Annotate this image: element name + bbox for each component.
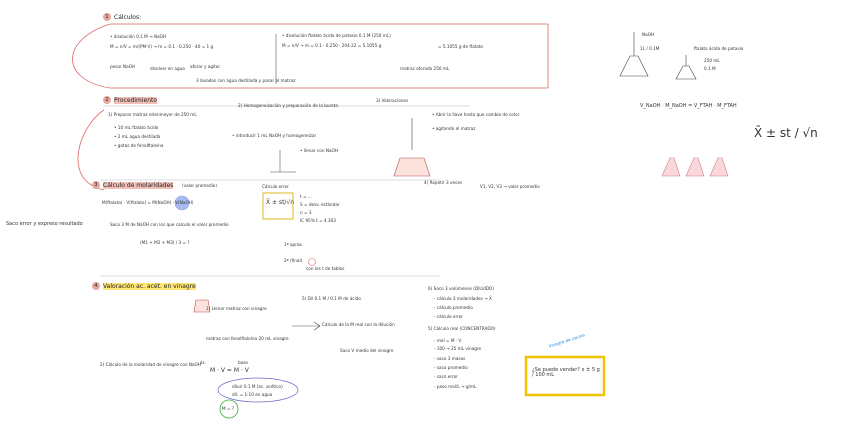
reagent-conc: 250 mL: [704, 58, 720, 63]
note: diluir 0.1 M (ac. acético): [232, 384, 283, 389]
section-title: Cálculo de molaridades: [103, 182, 174, 189]
step-item: • gotas de fenolftaleína: [114, 143, 164, 148]
step-item: • agitando el matraz: [432, 126, 476, 131]
label-acid: ác.: [200, 360, 207, 365]
reagent-label: ftalato ácido de potasio: [694, 46, 744, 51]
step: 4) Repetir 3 veces: [424, 180, 463, 185]
error-line: S = desv. estándar: [300, 202, 340, 207]
step-item: • introducir 1 mL NaOH y homogeneizar: [232, 133, 317, 138]
step-item: - mol = M · V: [434, 338, 462, 343]
step-title: 5) Cálculo real (CONCENTRADO): [428, 326, 496, 331]
average-formula: (M1 + M2 + M3) / 3 = ?: [140, 240, 190, 245]
description: Saco 3 M de NaOH con los que calculo el …: [110, 222, 229, 227]
section-number: 4: [92, 282, 100, 290]
note: dil. = 1:10 en agua: [232, 392, 273, 397]
reagent-conc: 1L / 0.1M: [640, 46, 660, 51]
step-item: Saco V medio del vinagre: [340, 348, 394, 353]
error-line: IC 95% t = 4.303: [300, 218, 336, 223]
reagent-conc: 0.1 M: [704, 66, 716, 71]
section-number: 2: [103, 96, 111, 104]
side-note: Saco error y expreso resultado: [6, 221, 83, 227]
step-item: V1, V2, V3 → valor promedio: [480, 184, 540, 189]
section-title: Cálculos:: [114, 14, 142, 21]
step-item: - saco promedio: [434, 365, 468, 370]
note: 3 lavados con agua destilada y pasar al …: [196, 78, 296, 83]
step: 3) Valoraciones: [376, 98, 409, 103]
step: matraz con fenolftaleína 20 mL vinagre: [206, 336, 289, 341]
formula: M · V = M · V: [210, 367, 249, 374]
answer-box: ¿Se puede vender? x ± 5 g / 100 mL: [532, 367, 600, 378]
step-item: - cálculo promedio: [434, 305, 473, 310]
step: 5) Dil 0.1 M / 0.1 M de ácido: [302, 296, 361, 301]
step-item: • Abrir la llave hasta que cambie de col…: [432, 112, 520, 117]
reagent-label: NaOH: [642, 32, 655, 37]
step-item: - cálculo 3 molaridades → X̄: [434, 296, 492, 301]
error-formula: X̄ ± st/√n: [266, 199, 295, 206]
note: matraz aforado 250 mL: [400, 66, 450, 71]
step: 2) Homogeneización y preparación de la b…: [238, 103, 338, 108]
step-title: 6) Saco 3 volúmenes (DILUIDO): [428, 286, 494, 291]
step-label: aforar y agitar: [190, 64, 221, 69]
step: 1) Llenar matraz con vinagre: [206, 306, 267, 311]
equation: V_NaOH · M_NaOH = V_FTAH · M_FTAH: [640, 103, 737, 109]
big-formula: X̄ ± st / √n: [754, 126, 818, 140]
error-line: n = 3: [300, 210, 312, 215]
step: 2) Cálculo de la molaridad de vinagre co…: [100, 362, 202, 367]
formula: M = n/V → m = 0.1 · 0.250 · 204.22 = 5.1…: [282, 43, 382, 48]
step-item: • llenar con NaOH: [300, 148, 338, 153]
step: 1) Preparar matraz erlenmeyer de 250 mL: [108, 112, 197, 117]
formula: M(ftalato) · V(ftalato) = M(NaOH) · V(Na…: [102, 200, 194, 205]
step-item: Cálculo de la M real con la dilución: [322, 322, 395, 327]
result: = 5.1055 g de ftalato: [438, 44, 483, 49]
error-title: Cálculo error: [262, 184, 289, 189]
step-item: • 2 mL agua destilada: [114, 134, 161, 139]
unknown-circle: M = ?: [222, 406, 235, 411]
step-item: - paso mol/L → g/mL: [434, 384, 477, 389]
error-line: t = ...: [300, 194, 312, 199]
section-number: 1: [103, 13, 111, 21]
section-title: Procedimiento: [114, 97, 158, 104]
step-item: - saco error: [434, 374, 458, 379]
step-item: - saco 3 masas: [434, 356, 466, 361]
section-number: 3: [92, 181, 100, 189]
note: con los t de tablas: [306, 266, 345, 271]
section-title: Valoración ac. acét. en vinagre: [103, 283, 196, 290]
text-line: • disolución ftalato ácido de potasio 0.…: [282, 33, 391, 38]
step-item: - cálculo error: [434, 314, 464, 319]
formula: M = n/V = m/(PM·V) → m = 0.1 · 0.250 · 4…: [110, 44, 214, 49]
text-line: • disolución 0.1 M → NaOH: [110, 34, 167, 39]
approx-label: 1ª aprox.: [284, 242, 304, 247]
label-base: base: [238, 360, 248, 365]
step-item: - 100 → 25 mL vinagre: [434, 346, 482, 351]
step-label: pesar NaOH: [110, 64, 136, 69]
step-item: • 10 mL ftalato ácido: [114, 125, 159, 130]
final-label: 2ª (final): [284, 258, 303, 263]
step-label: disolver en agua: [150, 66, 185, 71]
section-subtitle: (valor promedio): [182, 183, 217, 188]
